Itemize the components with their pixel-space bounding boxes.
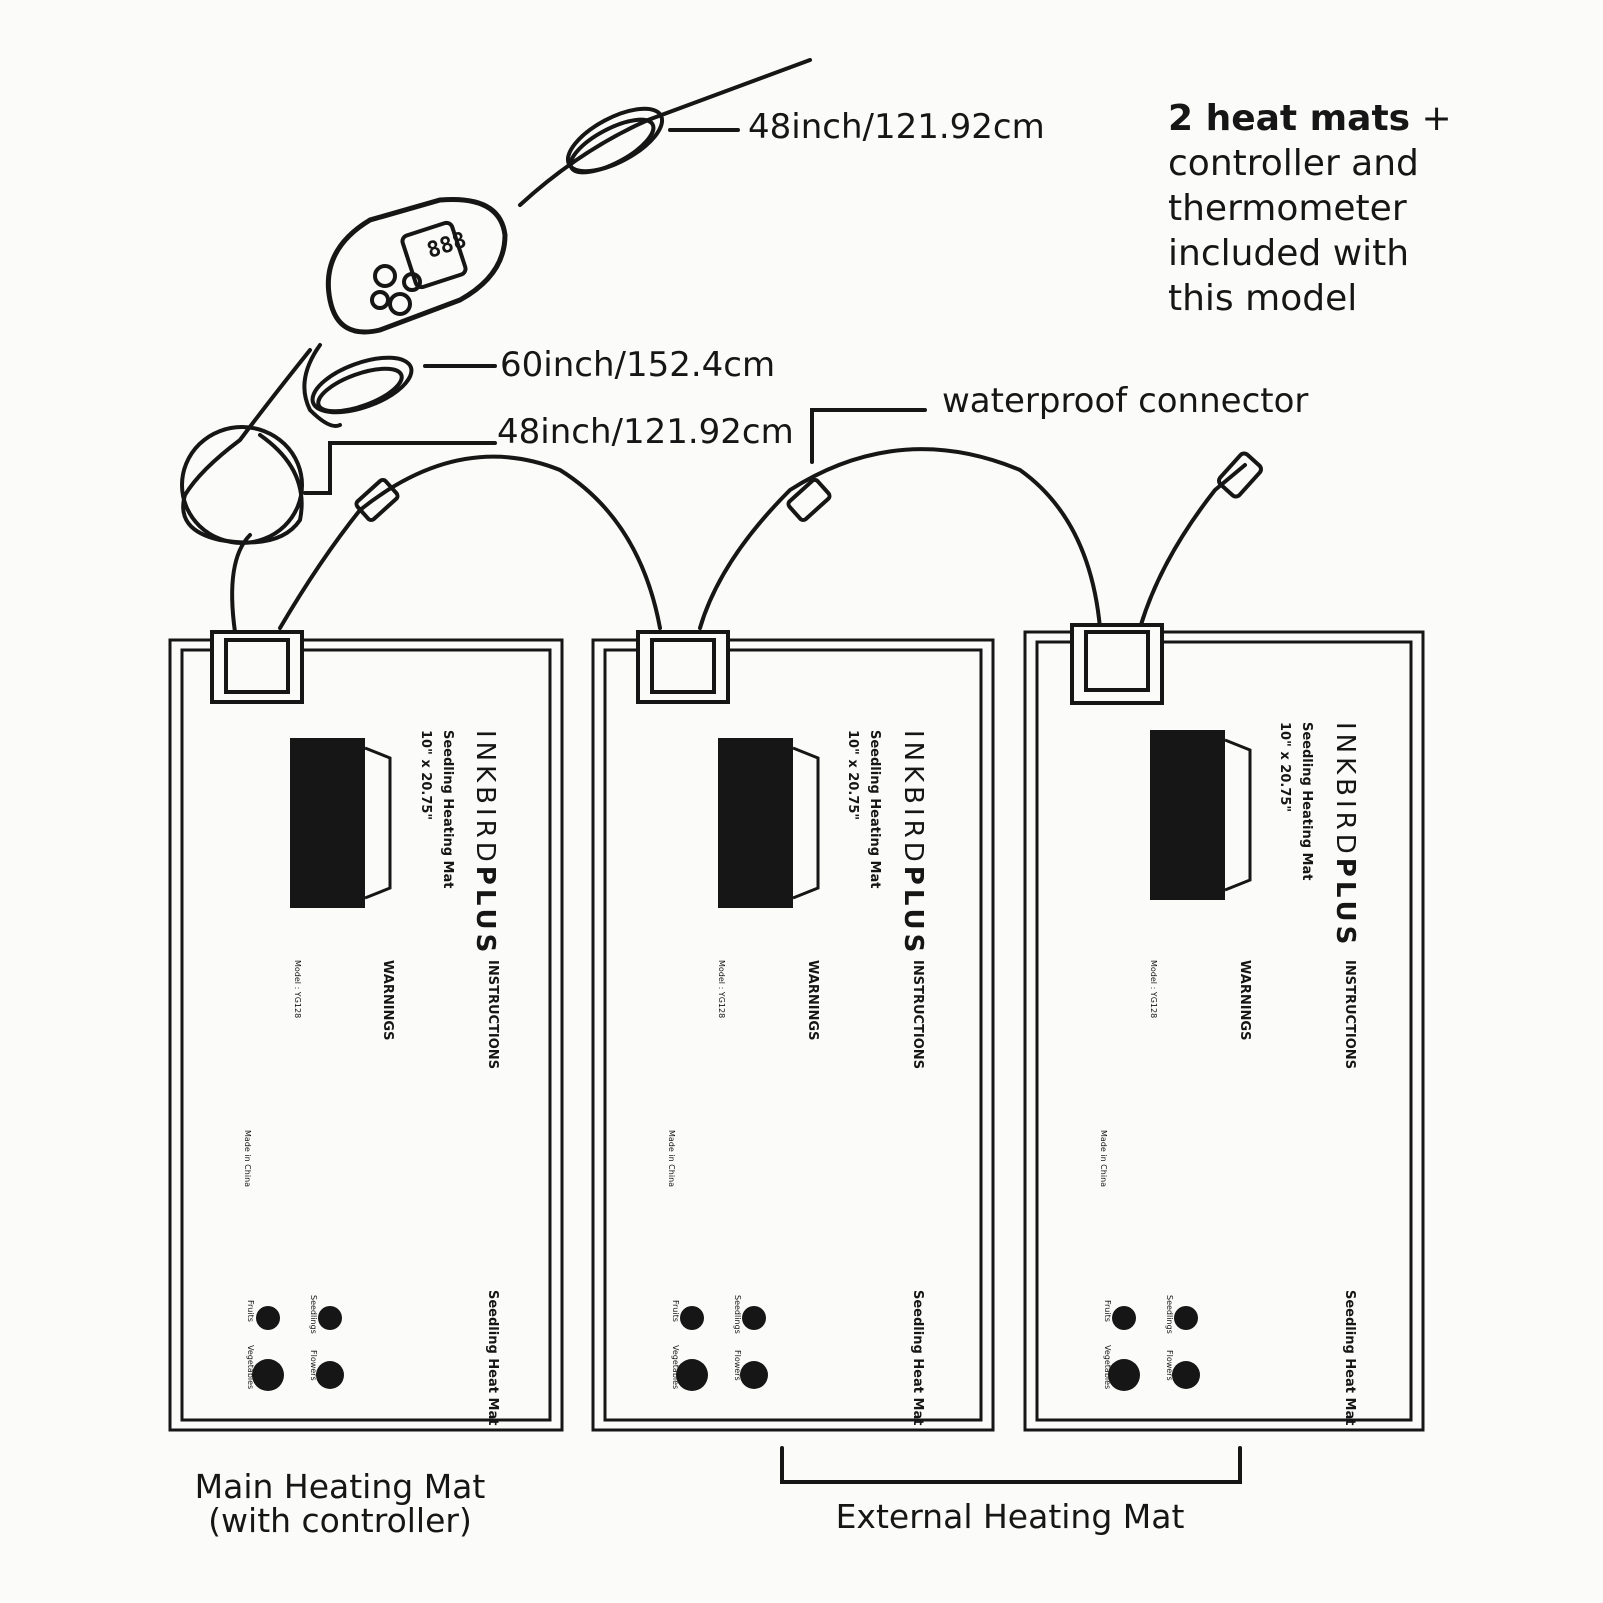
mat3-end-cable	[1138, 463, 1247, 630]
note-plus: +	[1410, 98, 1452, 139]
mat2-to-mat3-cable	[698, 447, 1102, 630]
mat-1-icon-flowers: Flowers	[309, 1350, 318, 1381]
mat-1-icon-fruits: Fruits	[246, 1300, 255, 1322]
middle-cable-length: 60inch/152.4cm	[500, 345, 776, 385]
plant-icon-illustrations	[252, 1306, 1200, 1391]
mat-2-chart-title: Seedling Heat Mat	[910, 1290, 925, 1426]
mat-2-icon-seedlings: Seedlings	[733, 1295, 742, 1334]
mat-1-model: Model : YG128	[293, 960, 302, 1019]
mat-2-made-in: Made in China	[667, 1130, 676, 1188]
mat-1-brand: INKBIRDPLUS	[470, 730, 500, 957]
note-bold: 2 heat mats	[1168, 98, 1411, 139]
end-connector	[1217, 451, 1263, 499]
note-line-5: this model	[1168, 278, 1358, 319]
waterproof-connector-2	[786, 478, 832, 522]
mat-3-brand: INKBIRDPLUS	[1330, 722, 1360, 949]
mat-2-warnings: WARNINGS	[805, 960, 820, 1041]
lower-cable-length: 48inch/121.92cm	[497, 412, 794, 452]
lower-cable-coil	[180, 425, 304, 545]
controller	[325, 196, 508, 335]
connector-callout-line	[810, 408, 927, 464]
package-note: 2 heat mats + controller and thermometer…	[1168, 96, 1452, 321]
mat-1-size: 10" x 20.75"	[418, 730, 433, 821]
mat-3-chart-title: Seedling Heat Mat	[1342, 1290, 1357, 1426]
mat-3-warnings: WARNINGS	[1237, 960, 1252, 1041]
mat-1-icon-seedlings: Seedlings	[309, 1295, 318, 1334]
waterproof-connector-label: waterproof connector	[942, 381, 1309, 421]
controller-left-button	[370, 290, 390, 310]
mat-3-size: 10" x 20.75"	[1277, 722, 1292, 813]
controller-up-button	[373, 264, 397, 288]
main-power-cable	[181, 348, 312, 545]
mat-1-product: Seedling Heating Mat	[440, 730, 455, 889]
mat-2-icon-flowers: Flowers	[733, 1350, 742, 1381]
mat-3-made-in: Made in China	[1099, 1130, 1108, 1188]
mat-plugs	[210, 623, 1164, 705]
main-mat-caption-line-2: (with controller)	[208, 1501, 472, 1540]
mat-1-icon-vegetables: Vegetables	[246, 1345, 255, 1390]
waterproof-connector-1	[354, 478, 400, 522]
main-mat-caption: Main Heating Mat (with controller)	[190, 1470, 490, 1538]
mat-2-icon-vegetables: Vegetables	[671, 1345, 680, 1390]
controller-display-frame	[400, 220, 468, 290]
mat-1-chart-title: Seedling Heat Mat	[485, 1290, 500, 1426]
mat-3-icon-vegetables: Vegetables	[1103, 1345, 1112, 1390]
mat1-to-mat2-cable	[278, 454, 662, 630]
mat-3-product: Seedling Heating Mat	[1299, 722, 1314, 881]
external-mat-caption: External Heating Mat	[835, 1497, 1185, 1536]
controller-lower-cable	[302, 343, 342, 428]
main-mat-caption-line-1: Main Heating Mat	[194, 1467, 486, 1506]
mat-outlines	[168, 630, 1425, 1432]
mat-1-warnings: WARNINGS	[380, 960, 395, 1041]
top-cable-length: 48inch/121.92cm	[748, 107, 1045, 147]
note-line-3: thermometer	[1168, 188, 1407, 229]
controller-down-button	[388, 292, 412, 316]
mat-3-icon-flowers: Flowers	[1165, 1350, 1174, 1381]
lower-callout-line	[303, 441, 497, 495]
mat-3-icon-seedlings: Seedlings	[1165, 1295, 1174, 1334]
mat-2-product: Seedling Heating Mat	[867, 730, 882, 889]
mat1-left-cable	[230, 533, 252, 634]
seed-tray-illustrations	[290, 730, 1252, 908]
controller-right-button	[402, 272, 422, 292]
top-cable	[518, 58, 812, 207]
mat-1-instructions: INSTRUCTIONS	[485, 960, 500, 1070]
middle-cable-coil	[310, 355, 414, 415]
mat-2-size: 10" x 20.75"	[845, 730, 860, 821]
external-mats-bracket	[780, 1446, 1242, 1484]
mat-2-model: Model : YG128	[717, 960, 726, 1019]
note-line-2: controller and	[1168, 143, 1419, 184]
mat-3-icon-fruits: Fruits	[1103, 1300, 1112, 1322]
mat-3-model: Model : YG128	[1149, 960, 1158, 1019]
mat-2-icon-fruits: Fruits	[671, 1300, 680, 1322]
mat-3-instructions: INSTRUCTIONS	[1342, 960, 1357, 1070]
mat-2-instructions: INSTRUCTIONS	[910, 960, 925, 1070]
note-line-4: included with	[1168, 233, 1410, 274]
mat-2-brand: INKBIRDPLUS	[898, 730, 928, 957]
mat-1-made-in: Made in China	[243, 1130, 252, 1188]
